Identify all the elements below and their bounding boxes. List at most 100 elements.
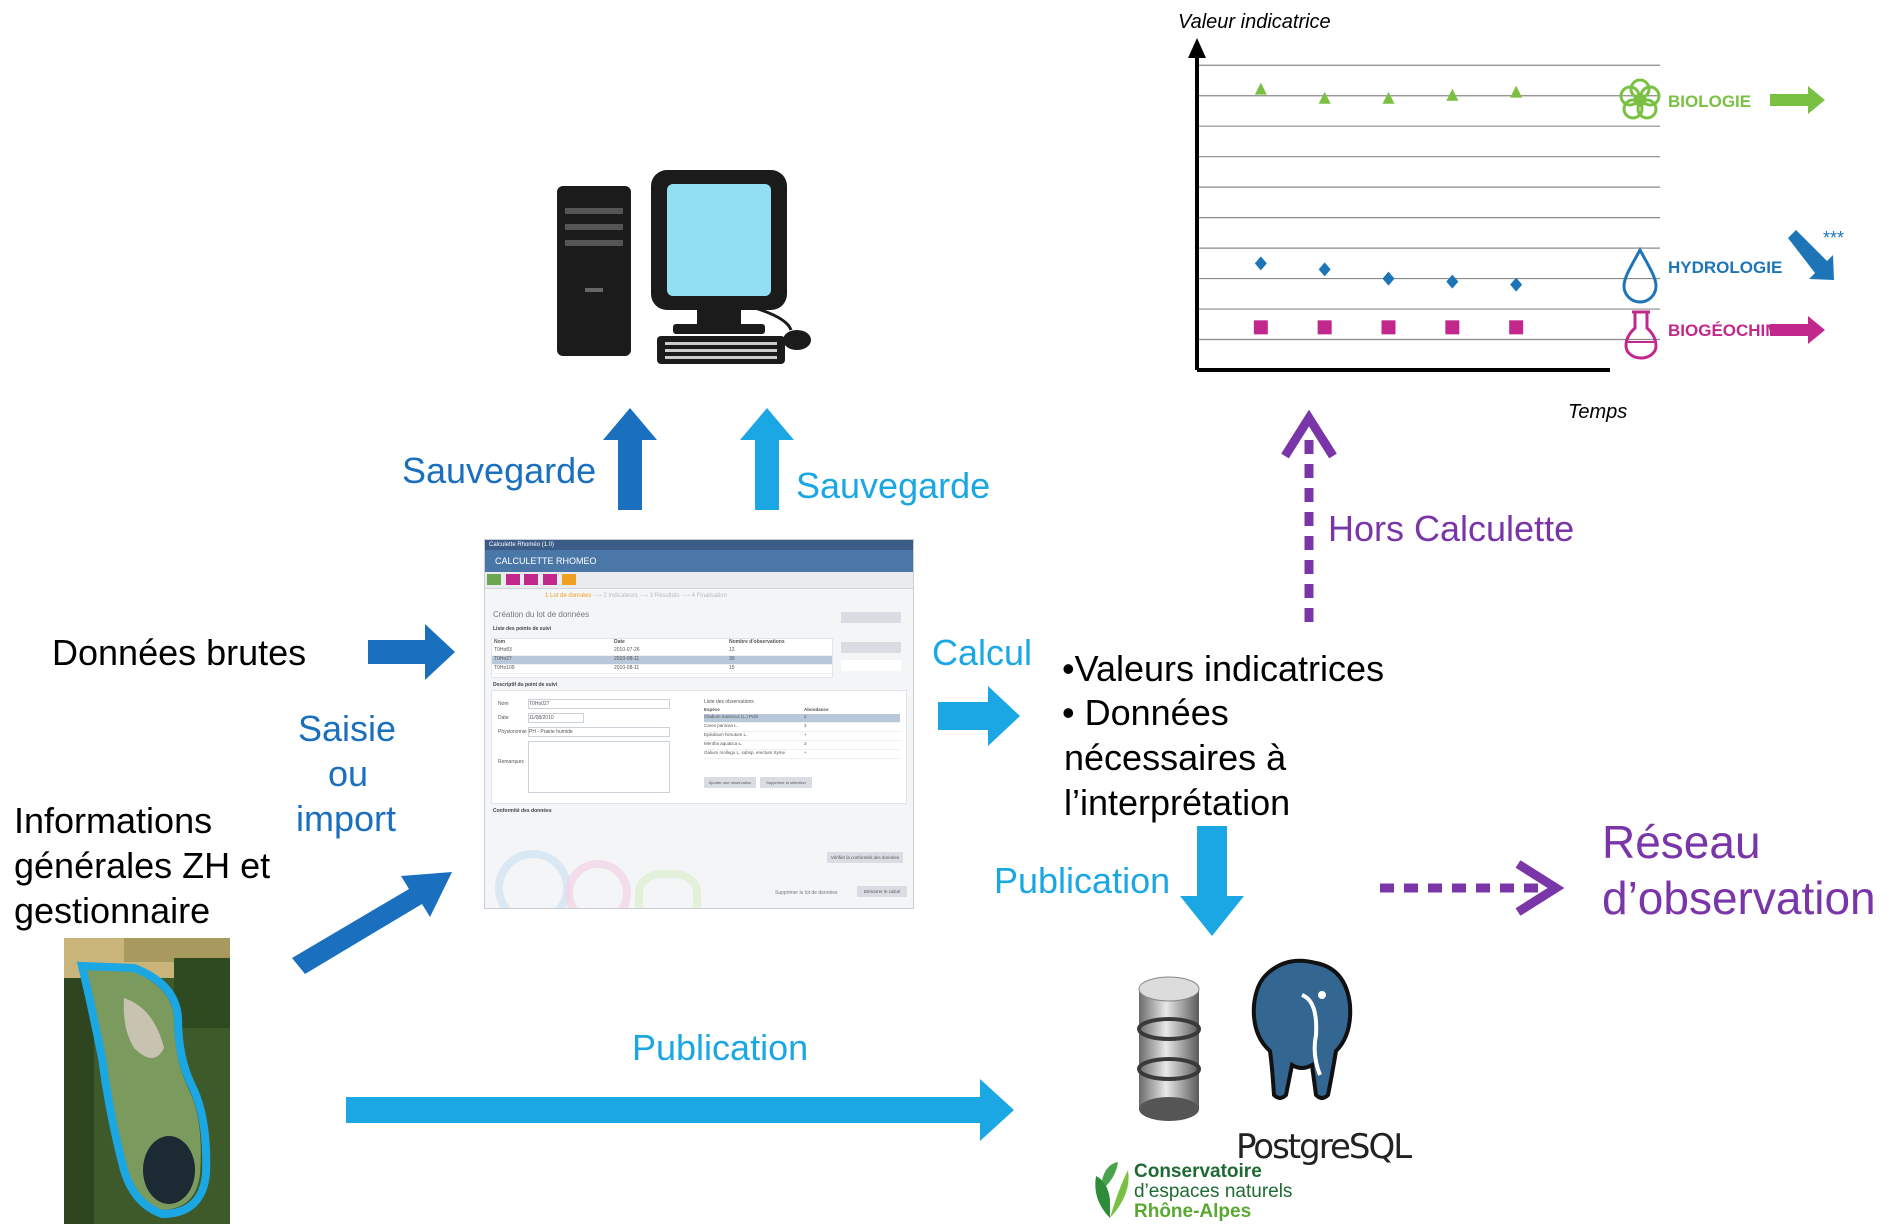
sauvegarde-arrow-light xyxy=(740,408,794,510)
cell-nombre: 30 xyxy=(729,656,735,662)
toolbar-button-4[interactable] xyxy=(543,574,558,585)
data-point-square xyxy=(1317,320,1332,335)
app-steps: 1 Lot de données ⟶ 2 Indicateurs ⟶ 3 Rés… xyxy=(545,593,727,599)
obs-abondance: 3 xyxy=(804,741,807,746)
list-item[interactable]: Cladium mariscus (L.) Pohl 2 xyxy=(704,714,900,723)
toolbar-button-3[interactable] xyxy=(524,574,539,585)
nom-input[interactable]: T0Ho027 xyxy=(528,699,670,709)
add-observation-button[interactable]: Ajouter une observation xyxy=(704,777,756,788)
table-row[interactable]: T0Ho109 2010-08-11 15 xyxy=(492,665,832,674)
sauvegarde-arrow-dark xyxy=(603,408,657,510)
wetland-boundary xyxy=(76,961,211,1219)
publication-bottom-arrow xyxy=(346,1079,1014,1141)
cell-date: 2010-07-26 xyxy=(614,647,640,653)
water-drop-icon xyxy=(1622,246,1658,304)
delete-lot-button[interactable]: Supprimer le lot de données xyxy=(775,890,838,896)
conformite-title: Conformité des données xyxy=(493,808,552,814)
data-point-triangle xyxy=(1382,91,1395,104)
cell-date: 2010-08-11 xyxy=(614,665,640,671)
valeurs-label-1: •Valeurs indicatrices xyxy=(1062,648,1385,689)
data-point-triangle xyxy=(1446,88,1459,101)
cell-nom: T0Ho83 xyxy=(494,647,512,653)
col-nombre: Nombre d'observations xyxy=(729,639,785,645)
start-calc-button[interactable]: Démarrer le calcul xyxy=(857,886,907,897)
postgresql-wordmark: PostgreSQL xyxy=(1236,1127,1412,1167)
hydrologie-trend-arrow xyxy=(1788,230,1834,280)
donnees-brutes-arrow xyxy=(368,624,455,680)
col-nom: Nom xyxy=(494,639,506,645)
valeurs-label-2: • Données xyxy=(1062,692,1229,733)
hors-calculette-label: Hors Calculette xyxy=(1328,508,1575,549)
obs-title: Liste des observations xyxy=(704,699,754,705)
list-item[interactable]: Mentha aquatica L. 3 xyxy=(704,741,900,750)
cen-name-3: Rhône-Alpes xyxy=(1134,1201,1252,1222)
hydrologie-label: HYDROLOGIE xyxy=(1668,258,1782,277)
physionomie-select[interactable]: PH - Prairie humide xyxy=(528,727,670,737)
app-titlebar: Calculette Rhoméo (1.0) xyxy=(485,540,913,550)
obs-espece: Carex panicea L. xyxy=(704,723,739,728)
publication-label-bottom: Publication xyxy=(632,1027,809,1068)
donnees-brutes-label: Données brutes xyxy=(52,632,307,673)
decor-ring-pink xyxy=(565,860,631,908)
obs-col-espece: Espèce xyxy=(704,707,720,712)
list-item[interactable]: Galium mollugo L. subsp. erectum Syme + xyxy=(704,750,900,759)
informations-label-3: gestionnaire xyxy=(14,890,211,931)
data-point-square xyxy=(1445,320,1460,335)
cell-nombre: 15 xyxy=(729,665,735,671)
toolbar-button-1[interactable] xyxy=(487,574,501,585)
observations-table: Espèce Abondance Cladium mariscus (L.) P… xyxy=(704,707,900,759)
import-label: import xyxy=(296,798,397,839)
date-input[interactable]: 11/08/2010 xyxy=(528,713,584,723)
indicator-chart: Valeur indicatrice Temps BIOLOGIE HYDROL… xyxy=(1178,11,1844,423)
data-point-diamond xyxy=(1254,256,1267,271)
import-button[interactable] xyxy=(841,612,901,623)
saisie-label: Saisie xyxy=(298,708,397,749)
biogeochimie-trend-arrow xyxy=(1770,316,1825,344)
step-2[interactable]: 2 Indicateurs xyxy=(603,593,638,599)
list-item[interactable]: Carex panicea L. 3 xyxy=(704,723,900,732)
informations-arrow xyxy=(292,872,452,974)
informations-label-2: générales ZH et xyxy=(14,845,271,886)
valeurs-label-4: l’interprétation xyxy=(1064,782,1291,823)
delete-selection-button[interactable]: Supprimer la sélection xyxy=(760,777,812,788)
toolbar-button-5[interactable] xyxy=(561,574,576,585)
add-point-button[interactable] xyxy=(841,642,901,653)
table-row[interactable]: T0Ho27 2010-08-11 30 xyxy=(492,656,832,665)
data-point-diamond xyxy=(1446,274,1459,289)
table-row[interactable]: T0Ho83 2010-07-26 12 xyxy=(492,647,832,656)
calcul-label: Calcul xyxy=(932,632,1033,673)
flask-icon xyxy=(1624,310,1658,360)
obs-header: Espèce Abondance xyxy=(704,707,900,714)
obs-abondance: 3 xyxy=(804,723,807,728)
valeurs-label-3: nécessaires à xyxy=(1064,737,1287,778)
points-table: Nom Date Nombre d'observations T0Ho83 20… xyxy=(491,638,833,678)
chart-marks xyxy=(1253,82,1524,335)
field-physio-label: Physionomie xyxy=(498,729,527,735)
calculette-app-window: Calculette Rhoméo (1.0) CALCULETTE RHOME… xyxy=(484,539,914,909)
informations-label-1: Informations xyxy=(14,800,213,841)
cell-nombre: 12 xyxy=(729,647,735,653)
database-icon xyxy=(1137,976,1201,1121)
decor-ring-blue xyxy=(495,850,571,908)
obs-espece: Epilobium hirsutum L. xyxy=(704,732,748,737)
data-point-diamond xyxy=(1382,271,1395,286)
descriptif-panel: Nom T0Ho027 Date 11/08/2010 Physionomie … xyxy=(491,690,907,804)
data-point-triangle xyxy=(1510,85,1523,98)
step-3[interactable]: 3 Résultats xyxy=(649,593,680,599)
ou-label: ou xyxy=(328,753,369,794)
step-4[interactable]: 4 Finalisation xyxy=(691,593,727,599)
verify-button[interactable]: Vérifier la conformité des données xyxy=(827,852,903,863)
field-date-label: Date xyxy=(498,715,509,721)
list-item[interactable]: Epilobium hirsutum L. + xyxy=(704,732,900,741)
step-1[interactable]: 1 Lot de données xyxy=(545,593,592,599)
publication-down-arrow xyxy=(1180,826,1244,936)
cen-name-2: d’espaces naturels xyxy=(1134,1181,1293,1202)
remove-selection-button[interactable] xyxy=(841,660,901,671)
section-title: Création du lot de données xyxy=(493,610,590,619)
app-header: CALCULETTE RHOMEO xyxy=(485,550,913,572)
cell-nom: T0Ho109 xyxy=(494,665,515,671)
x-axis-label: Temps xyxy=(1568,401,1627,423)
sauvegarde-label-right: Sauvegarde xyxy=(796,465,991,506)
remarques-textarea[interactable] xyxy=(528,741,670,793)
toolbar-button-2[interactable] xyxy=(505,574,520,585)
